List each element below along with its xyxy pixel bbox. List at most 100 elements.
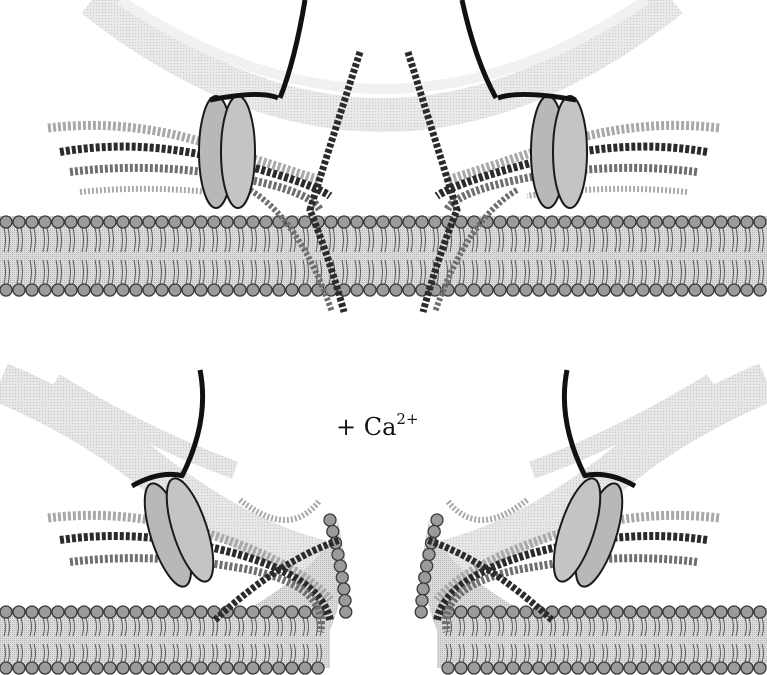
lipid-head xyxy=(689,284,701,296)
lipid-head xyxy=(650,662,662,674)
lipid-head xyxy=(156,284,168,296)
lipid-head xyxy=(338,216,350,228)
lipid-head xyxy=(442,662,454,674)
lipid-head xyxy=(52,216,64,228)
lipid-head xyxy=(423,549,435,561)
lipid-head xyxy=(572,216,584,228)
lipid-head xyxy=(104,216,116,228)
lipid-head xyxy=(52,606,64,618)
lipid-head xyxy=(468,284,480,296)
lipid-heads-bottom-lower xyxy=(0,662,766,674)
lipid-head xyxy=(338,583,350,595)
lipid-heads-bottom-upper xyxy=(0,606,766,618)
lipid-head xyxy=(130,284,142,296)
lipid-head xyxy=(65,216,77,228)
lipid-head xyxy=(754,284,766,296)
lipid-head xyxy=(572,662,584,674)
lipid-head xyxy=(143,606,155,618)
lipid-head xyxy=(324,514,336,526)
lipid-head xyxy=(689,662,701,674)
lipid-head xyxy=(340,606,352,618)
lipid-head xyxy=(65,284,77,296)
lipid-head xyxy=(415,606,427,618)
lipid-head xyxy=(0,606,12,618)
lipid-head xyxy=(598,216,610,228)
lipid-head xyxy=(377,284,389,296)
lipid-head xyxy=(559,216,571,228)
lipid-head xyxy=(637,662,649,674)
lipid-heads-curved xyxy=(324,514,443,618)
lipid-head xyxy=(339,595,351,607)
lipid-head xyxy=(611,216,623,228)
lipid-head xyxy=(428,526,440,538)
lipid-head xyxy=(130,662,142,674)
lipid-head xyxy=(351,284,363,296)
lipid-head xyxy=(39,216,51,228)
lipid-head xyxy=(143,216,155,228)
lipid-head xyxy=(327,526,339,538)
lipid-head xyxy=(520,606,532,618)
lipid-head xyxy=(468,606,480,618)
lipid-head xyxy=(26,284,38,296)
lipid-head xyxy=(494,284,506,296)
lipid-head xyxy=(260,216,272,228)
lipid-head xyxy=(520,216,532,228)
lipid-head xyxy=(598,284,610,296)
lipid-head xyxy=(585,216,597,228)
lipid-head xyxy=(728,284,740,296)
lipid-head xyxy=(390,284,402,296)
lipid-head xyxy=(182,216,194,228)
lipid-head xyxy=(52,662,64,674)
lipid-head xyxy=(260,606,272,618)
lipid-head xyxy=(689,216,701,228)
lipid-head xyxy=(663,284,675,296)
lipid-head xyxy=(637,284,649,296)
lipid-head xyxy=(611,284,623,296)
lipid-head xyxy=(520,284,532,296)
lipid-head xyxy=(598,662,610,674)
lipid-head xyxy=(299,216,311,228)
lipid-head xyxy=(403,216,415,228)
lipid-head xyxy=(273,284,285,296)
lipid-head xyxy=(13,606,25,618)
lipid-head xyxy=(663,662,675,674)
lipid-head xyxy=(325,216,337,228)
lipid-head xyxy=(507,662,519,674)
lipid-head xyxy=(182,284,194,296)
lipid-head xyxy=(702,606,714,618)
lipid-head xyxy=(143,284,155,296)
lipid-head xyxy=(299,284,311,296)
snare-helix-bundle-left xyxy=(48,125,330,210)
lipid-head xyxy=(0,662,12,674)
lipid-head xyxy=(104,662,116,674)
lipid-head xyxy=(650,216,662,228)
lipid-head xyxy=(559,662,571,674)
lipid-head xyxy=(417,583,429,595)
lipid-head xyxy=(715,284,727,296)
lipid-head xyxy=(299,606,311,618)
lipid-head xyxy=(78,662,90,674)
lipid-head xyxy=(247,284,259,296)
lipid-head xyxy=(390,216,402,228)
lipid-head xyxy=(377,216,389,228)
lipid-head xyxy=(702,216,714,228)
lipid-head xyxy=(533,662,545,674)
calcium-annotation-prefix: + Ca xyxy=(336,413,396,441)
lipid-head xyxy=(169,662,181,674)
lipid-head xyxy=(169,284,181,296)
lipid-head xyxy=(598,606,610,618)
lipid-head xyxy=(689,606,701,618)
lipid-head xyxy=(611,662,623,674)
lipid-head xyxy=(247,606,259,618)
lipid-head xyxy=(156,606,168,618)
lipid-head xyxy=(247,662,259,674)
lipid-head xyxy=(91,284,103,296)
lipid-head xyxy=(702,284,714,296)
lipid-head xyxy=(624,606,636,618)
lipid-head xyxy=(650,606,662,618)
lipid-head xyxy=(143,662,155,674)
lipid-head xyxy=(0,284,12,296)
lipid-head xyxy=(663,606,675,618)
lipid-head xyxy=(52,284,64,296)
lipid-head xyxy=(65,606,77,618)
